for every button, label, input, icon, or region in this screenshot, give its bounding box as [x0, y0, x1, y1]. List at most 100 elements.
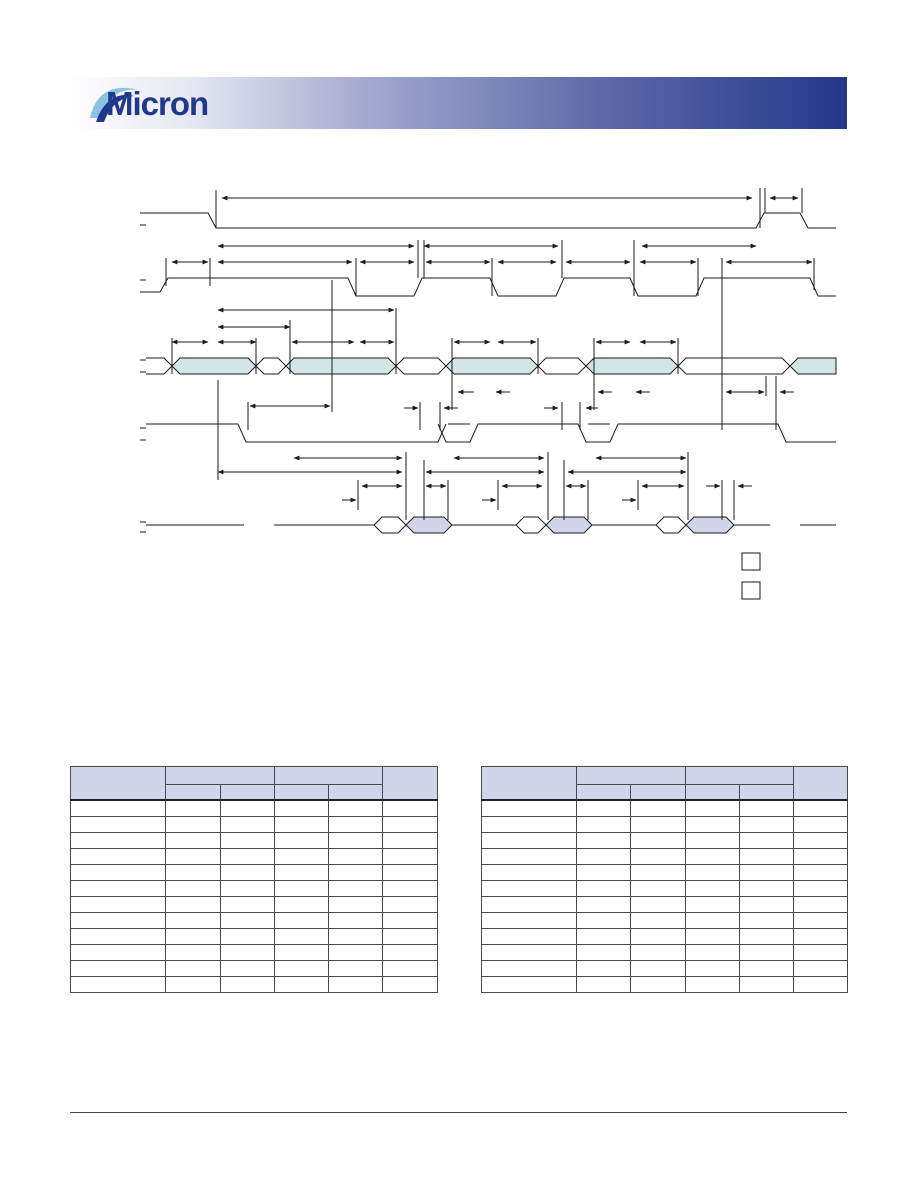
table-cell	[739, 880, 794, 897]
table-cell	[70, 944, 166, 961]
table-cell	[793, 848, 848, 865]
table-cell	[630, 848, 686, 865]
table-cell	[328, 976, 383, 993]
table-cell	[328, 799, 383, 817]
table-cell	[328, 832, 383, 849]
table-cell	[576, 976, 631, 993]
table-cell	[165, 832, 221, 849]
header-banner	[70, 77, 847, 129]
table-cell	[220, 928, 275, 945]
table-cell	[70, 848, 166, 865]
table-cell	[382, 912, 438, 929]
table-cell	[382, 799, 438, 817]
table-cell	[220, 816, 275, 833]
table-row	[481, 960, 848, 977]
signal-4-waveform	[140, 280, 836, 520]
table-cell	[793, 880, 848, 897]
table-cell	[328, 928, 383, 945]
table-cell	[274, 799, 329, 817]
table-cell	[165, 928, 221, 945]
table-cell	[165, 848, 221, 865]
table-cell	[739, 960, 794, 977]
table-cell	[576, 799, 631, 817]
table-cell	[382, 928, 438, 945]
table-cell	[630, 880, 686, 897]
table-row	[70, 960, 438, 977]
table-cell	[576, 864, 631, 881]
table-cell	[382, 960, 438, 977]
table-row	[70, 816, 438, 833]
table-row	[481, 912, 848, 929]
table-cell	[382, 816, 438, 833]
table-cell	[220, 880, 275, 897]
table-cell	[685, 816, 740, 833]
table-cell	[793, 896, 848, 913]
table-cell	[739, 896, 794, 913]
table-cell	[739, 799, 794, 817]
table-cell	[630, 928, 686, 945]
table-cell	[793, 816, 848, 833]
table-cell	[685, 864, 740, 881]
table-cell	[481, 928, 577, 945]
table-cell	[481, 848, 577, 865]
table-cell	[685, 960, 740, 977]
table-cell	[328, 816, 383, 833]
table-cell	[220, 864, 275, 881]
table-cell	[70, 799, 166, 817]
table-cell	[274, 944, 329, 961]
table-cell	[382, 848, 438, 865]
table-cell	[576, 896, 631, 913]
table-cell	[576, 816, 631, 833]
legend-box-1	[741, 552, 761, 571]
table-row	[481, 928, 848, 945]
table-cell	[274, 960, 329, 977]
table-cell	[220, 912, 275, 929]
table-cell	[576, 832, 631, 849]
table-cell	[328, 944, 383, 961]
table-cell	[70, 896, 166, 913]
table-cell	[685, 944, 740, 961]
table-cell	[274, 848, 329, 865]
table-cell	[70, 864, 166, 881]
table-cell	[576, 944, 631, 961]
signal-3-address-bus	[140, 278, 837, 430]
table-cell	[685, 928, 740, 945]
table-cell	[481, 976, 577, 993]
table-cell	[739, 928, 794, 945]
table-row	[481, 799, 848, 817]
table-cell	[382, 896, 438, 913]
table-cell	[328, 960, 383, 977]
table-cell	[165, 944, 221, 961]
table-cell	[70, 960, 166, 977]
table-cell	[793, 976, 848, 993]
table-cell	[630, 896, 686, 913]
table-cell	[685, 912, 740, 929]
table-cell	[382, 880, 438, 897]
table-cell	[274, 832, 329, 849]
table-cell	[274, 928, 329, 945]
micron-swoosh-logo-icon	[90, 87, 138, 122]
signal-2-waveform	[140, 240, 836, 330]
table-cell	[70, 928, 166, 945]
table-cell	[70, 880, 166, 897]
table-cell	[220, 944, 275, 961]
table-row	[70, 832, 438, 849]
table-cell	[481, 864, 577, 881]
table-cell	[481, 960, 577, 977]
table-row	[70, 944, 438, 961]
table-cell	[793, 960, 848, 977]
table-cell	[328, 896, 383, 913]
table-cell	[739, 864, 794, 881]
right-timing-table	[481, 766, 848, 993]
table-cell	[274, 864, 329, 881]
table-row	[70, 880, 438, 897]
table-cell	[481, 912, 577, 929]
table-cell	[481, 816, 577, 833]
table-cell	[220, 848, 275, 865]
table-cell	[481, 880, 577, 897]
table-cell	[576, 960, 631, 977]
table-cell	[70, 816, 166, 833]
table-cell	[165, 880, 221, 897]
table-cell	[274, 880, 329, 897]
table-cell	[382, 976, 438, 993]
